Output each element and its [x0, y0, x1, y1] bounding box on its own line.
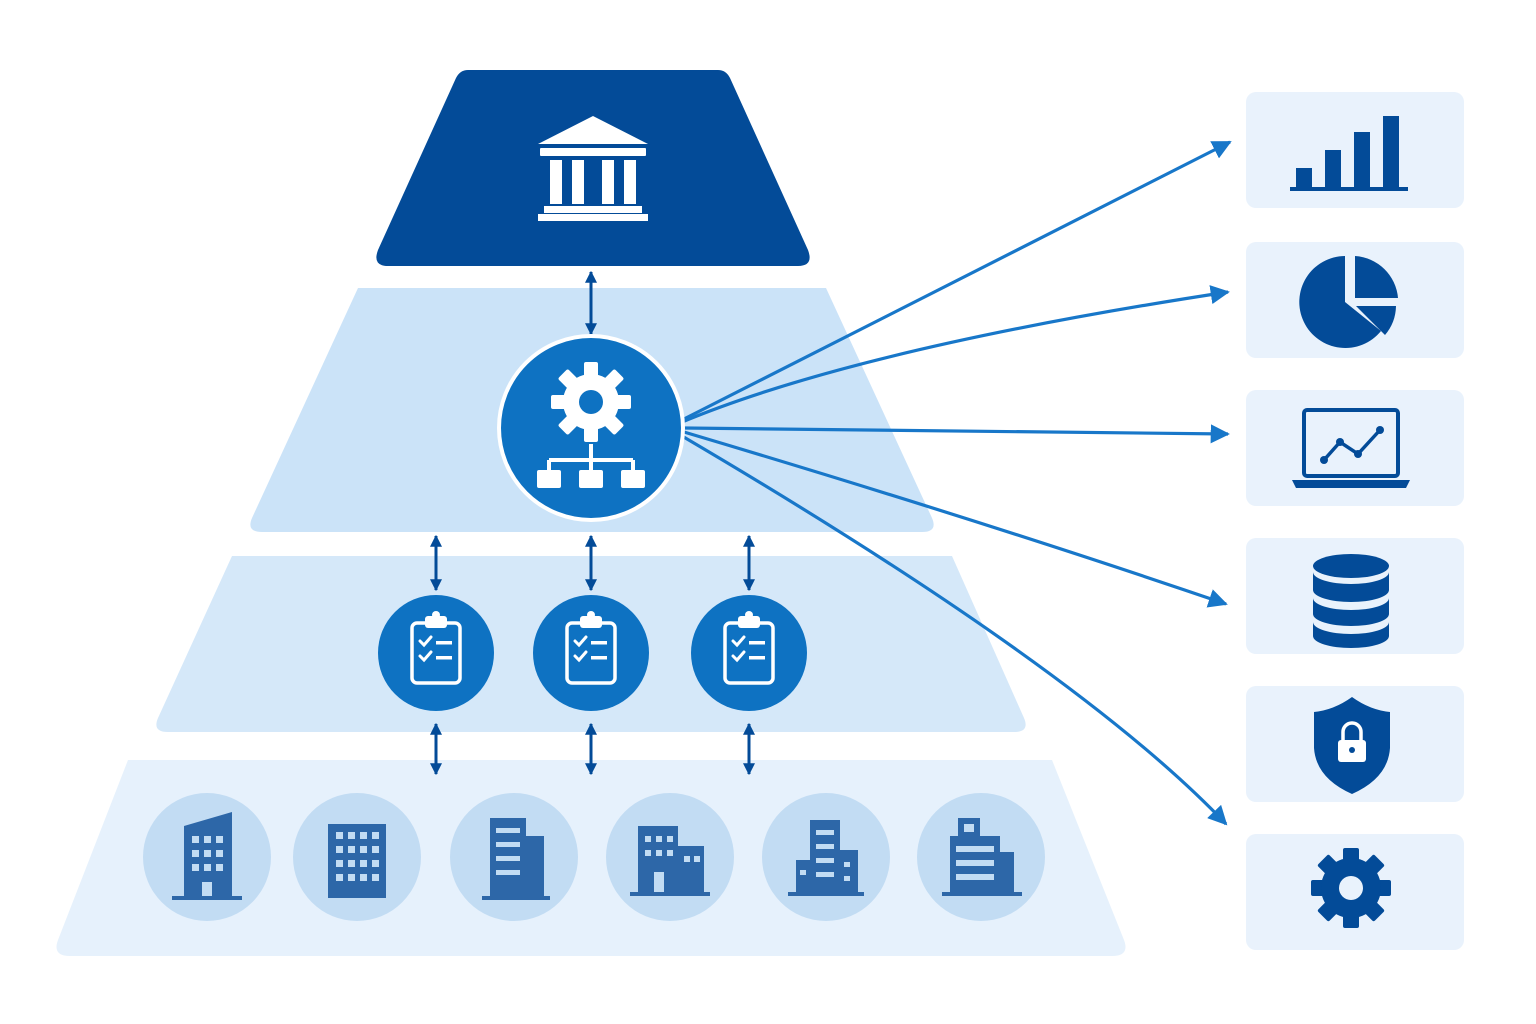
office-building-icon — [172, 812, 242, 900]
bar-chart-icon — [1290, 116, 1408, 191]
gear-icon — [1311, 848, 1391, 928]
office-building-icon — [630, 826, 710, 896]
clipboard-node — [533, 595, 649, 711]
office-building-icon — [942, 818, 1022, 896]
vertical-connectors — [430, 270, 755, 776]
bank-icon — [538, 116, 648, 221]
arrow-to-laptop-chart — [683, 424, 1230, 444]
building-node — [762, 793, 890, 921]
shield-lock-icon — [1314, 697, 1390, 794]
org-chart-icon — [537, 444, 645, 488]
clipboard-node — [691, 595, 807, 711]
building-node — [917, 793, 1045, 921]
arrow-to-pie-chart — [681, 285, 1230, 424]
laptop-line-chart-icon — [1292, 408, 1410, 488]
gear-icon — [551, 362, 631, 442]
office-building-icon — [328, 824, 386, 898]
clipboard-checklist-icon — [723, 611, 775, 685]
arrow-to-bar-chart — [681, 140, 1232, 422]
arrow-to-settings — [681, 434, 1228, 826]
clipboard-checklist-icon — [565, 611, 617, 685]
building-node — [450, 793, 578, 921]
side-card-settings — [1246, 834, 1464, 950]
side-card-security — [1246, 686, 1464, 802]
hub-node — [497, 334, 685, 522]
office-building-icon — [788, 820, 864, 896]
side-card-laptop-chart — [1246, 390, 1464, 506]
database-icon — [1313, 554, 1389, 648]
outbound-arrows — [681, 140, 1232, 826]
side-card-bar-chart — [1246, 92, 1464, 208]
building-node — [143, 793, 271, 921]
clipboard-checklist-icon — [410, 611, 462, 685]
tier-top — [376, 70, 810, 266]
clipboard-node — [378, 595, 494, 711]
building-node — [606, 793, 734, 921]
pie-chart-icon — [1299, 256, 1398, 348]
building-node — [293, 793, 421, 921]
side-card-database — [1246, 538, 1464, 654]
arrow-to-database — [683, 430, 1228, 608]
side-card-pie-chart — [1246, 242, 1464, 358]
office-building-icon — [482, 818, 550, 900]
